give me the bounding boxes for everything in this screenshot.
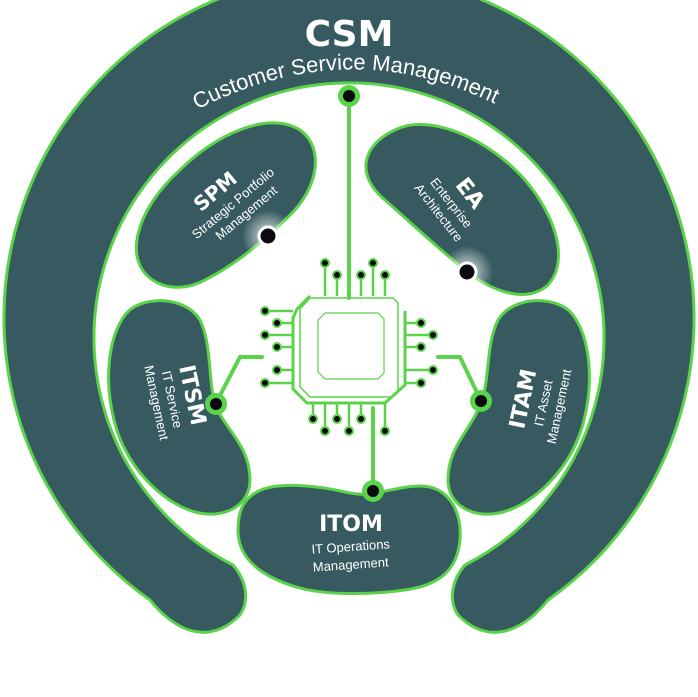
chip-pin-dot bbox=[382, 428, 388, 434]
trace-to-itsm bbox=[214, 355, 264, 405]
chip-core bbox=[317, 312, 385, 380]
chip-pin-dot bbox=[322, 260, 328, 266]
chip-pin-dot bbox=[346, 428, 352, 434]
chip-pin-dot bbox=[262, 308, 268, 314]
ea-node-dot bbox=[456, 261, 478, 283]
itsm-shape bbox=[107, 299, 252, 516]
connector-traces bbox=[214, 94, 483, 494]
itam-node-dot bbox=[475, 395, 487, 407]
module-itsm[interactable]: ITSM IT Service Management bbox=[107, 299, 252, 516]
itsm-node-dot bbox=[210, 398, 222, 410]
chip-pin-dot bbox=[334, 272, 340, 278]
csm-abbr: CSM bbox=[305, 14, 394, 55]
chip-pin-dot bbox=[310, 416, 316, 422]
ea-shape bbox=[364, 122, 560, 296]
chip-pin-dot bbox=[382, 272, 388, 278]
chip-pin-dot bbox=[430, 367, 436, 373]
chip-outer-frame bbox=[291, 294, 407, 405]
chip-pin-dot bbox=[262, 332, 268, 338]
chip-pin-dot bbox=[358, 272, 364, 278]
trace-to-itam bbox=[436, 355, 483, 403]
chip-body bbox=[299, 297, 399, 398]
chip-pin-dot bbox=[430, 332, 436, 338]
chip-pin-dot bbox=[418, 320, 424, 326]
itom-node-dot bbox=[367, 485, 379, 497]
spm-shape bbox=[134, 121, 317, 289]
csm-ring[interactable] bbox=[2, 0, 696, 634]
chip-pin-dot bbox=[322, 428, 328, 434]
chip-pin-dot bbox=[274, 367, 280, 373]
module-itom[interactable]: ITOM IT Operations Management bbox=[236, 483, 462, 596]
connector-nodes bbox=[205, 85, 492, 502]
chip-pin-dot bbox=[262, 380, 268, 386]
chip-pin-dot bbox=[334, 416, 340, 422]
itom-line1: IT Operations bbox=[311, 536, 391, 556]
chip-pin-dot bbox=[370, 260, 376, 266]
chip-pin-dot bbox=[358, 416, 364, 422]
itom-shape bbox=[236, 483, 462, 596]
csm-node-dot bbox=[343, 90, 355, 102]
itom-abbr: ITOM bbox=[319, 512, 383, 537]
itam-shape bbox=[446, 299, 591, 516]
chip-pin-dot bbox=[274, 320, 280, 326]
itom-line2: Management bbox=[312, 554, 389, 574]
module-spm[interactable]: SPM Strategic Portfolio Management bbox=[134, 121, 317, 289]
chip-pin-dot bbox=[418, 380, 424, 386]
cpu-chip-icon bbox=[260, 258, 438, 436]
chip-pins bbox=[260, 258, 438, 436]
module-itam[interactable]: ITAM IT Asset Management bbox=[446, 299, 591, 516]
spm-node-dot bbox=[257, 225, 279, 247]
chip-pin-dot bbox=[274, 344, 280, 350]
chip-pin-dot bbox=[418, 344, 424, 350]
